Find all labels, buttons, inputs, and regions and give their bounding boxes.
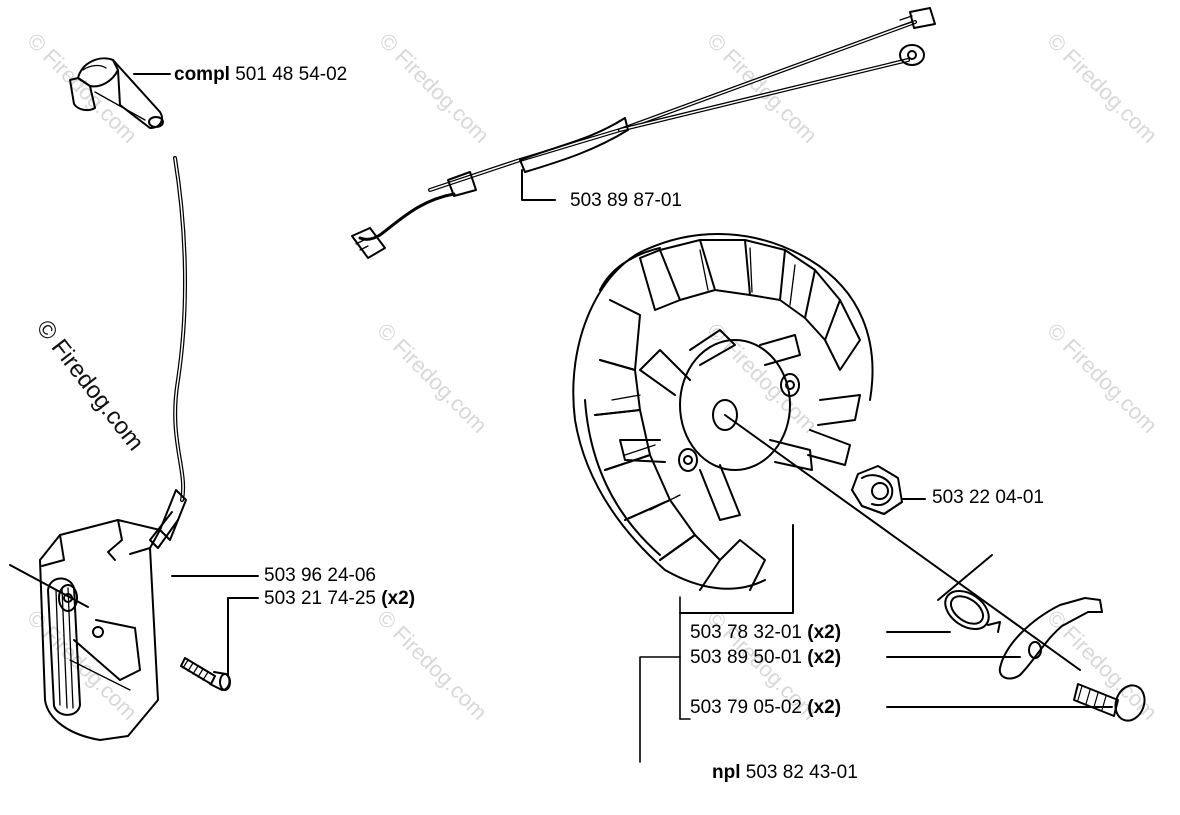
leader-screw [227,597,259,676]
leader-flywheel [679,524,794,614]
pawl-drawing [998,597,1103,680]
label-pawl-pin: 503 79 05-02 (x2) [690,697,842,718]
pawl-pin-drawing [1073,683,1146,722]
leader-harness [521,169,556,201]
label-ignition-module: 503 96 24-06 [264,565,376,586]
flywheel-drawing [572,232,874,591]
bracket-assembly [639,656,681,763]
label-module-screw: 503 21 74-25 (x2) [264,588,416,609]
module-screw-drawing [180,657,231,691]
label-flywheel-assembly: npl 503 82 43-01 [712,762,858,783]
wire-harness-drawing [351,7,936,259]
label-flywheel-nut: 503 22 04-01 [932,487,1044,508]
spark-plug-cap-drawing [69,57,164,129]
spring-drawing [937,554,1001,633]
ignition-module-drawing [39,489,187,741]
label-pawl: 503 89 50-01 (x2) [690,647,842,668]
label-plug-cap: compl 501 48 54-02 [174,64,348,85]
flywheel-axis [724,414,1081,671]
label-spring: 503 78 32-01 (x2) [690,622,842,643]
leader-module-axis [9,564,89,608]
flywheel-nut-drawing [851,465,903,515]
label-wire-harness: 503 89 87-01 [570,190,682,211]
